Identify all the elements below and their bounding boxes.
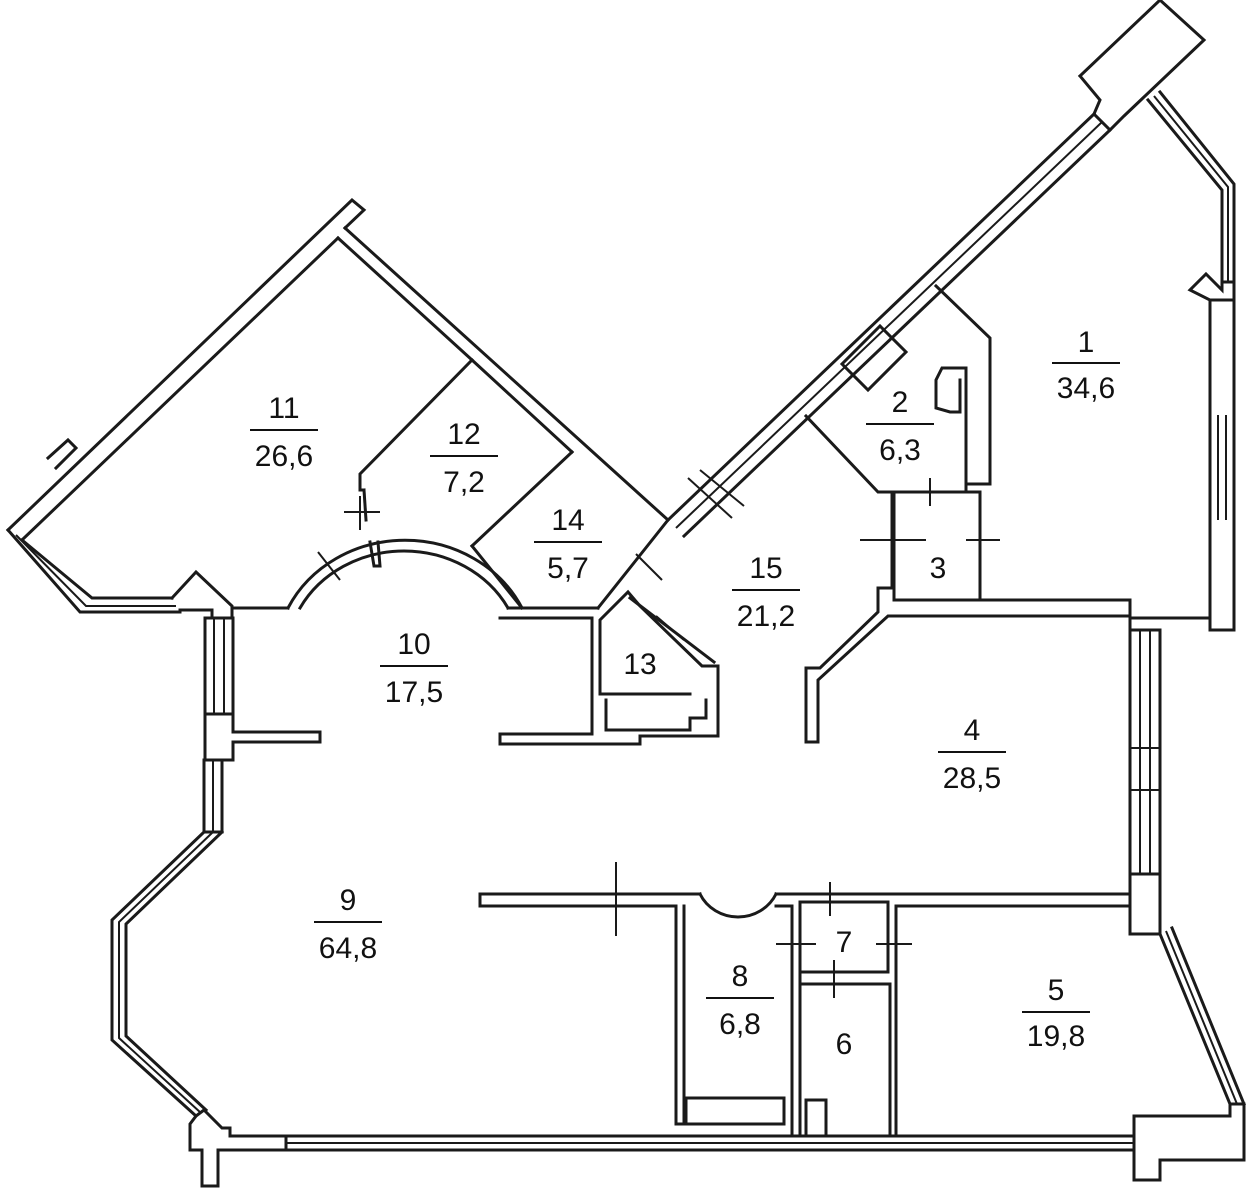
room-7-label: 7 bbox=[836, 926, 853, 959]
room-13-label: 13 bbox=[623, 648, 656, 681]
room-number: 10 bbox=[397, 628, 430, 661]
room-2-label: 2 6,3 bbox=[866, 386, 934, 467]
room-number: 12 bbox=[447, 418, 480, 451]
room-area: 34,6 bbox=[1057, 372, 1115, 405]
room-number: 3 bbox=[930, 552, 947, 585]
room-5-label: 5 19,8 bbox=[1022, 974, 1090, 1053]
room-number: 9 bbox=[340, 884, 357, 917]
room-12-label: 12 7,2 bbox=[430, 418, 498, 499]
room-number: 2 bbox=[892, 386, 909, 419]
room-area: 6,8 bbox=[719, 1008, 761, 1041]
room-number: 11 bbox=[268, 392, 299, 425]
room-area: 21,2 bbox=[737, 600, 795, 633]
room-11-label: 11 26,6 bbox=[250, 392, 318, 473]
room-area: 26,6 bbox=[255, 440, 313, 473]
room-number: 7 bbox=[836, 926, 853, 959]
outer-walls bbox=[5, 0, 1246, 1188]
room-number: 13 bbox=[623, 648, 656, 681]
room-1-label: 1 34,6 bbox=[1052, 326, 1120, 405]
room-number: 5 bbox=[1048, 974, 1065, 1007]
room-area: 7,2 bbox=[443, 466, 485, 499]
room-labels: 1 34,6 2 6,3 3 4 28,5 5 19,8 6 7 8 bbox=[250, 326, 1120, 1061]
room-15-label: 15 21,2 bbox=[732, 552, 800, 633]
room-3-label: 3 bbox=[930, 552, 947, 585]
room-area: 64,8 bbox=[319, 932, 377, 965]
room-area: 5,7 bbox=[547, 552, 589, 585]
room-4-label: 4 28,5 bbox=[938, 714, 1006, 795]
room-number: 8 bbox=[732, 960, 749, 993]
door-markers bbox=[317, 469, 1000, 998]
room-10-label: 10 17,5 bbox=[380, 628, 448, 709]
room-number: 15 bbox=[749, 552, 782, 585]
room-area: 6,3 bbox=[879, 434, 921, 467]
room-14-label: 14 5,7 bbox=[534, 504, 602, 585]
room-area: 19,8 bbox=[1027, 1020, 1085, 1053]
room-number: 1 bbox=[1078, 326, 1095, 359]
room-area: 28,5 bbox=[943, 762, 1001, 795]
room-6-label: 6 bbox=[836, 1028, 853, 1061]
room-area: 17,5 bbox=[385, 676, 443, 709]
room-number: 4 bbox=[964, 714, 981, 747]
room-9-label: 9 64,8 bbox=[314, 884, 382, 965]
room-number: 6 bbox=[836, 1028, 853, 1061]
room-number: 14 bbox=[551, 504, 584, 537]
room-8-label: 8 6,8 bbox=[706, 960, 774, 1041]
interior-walls bbox=[230, 283, 1132, 1138]
